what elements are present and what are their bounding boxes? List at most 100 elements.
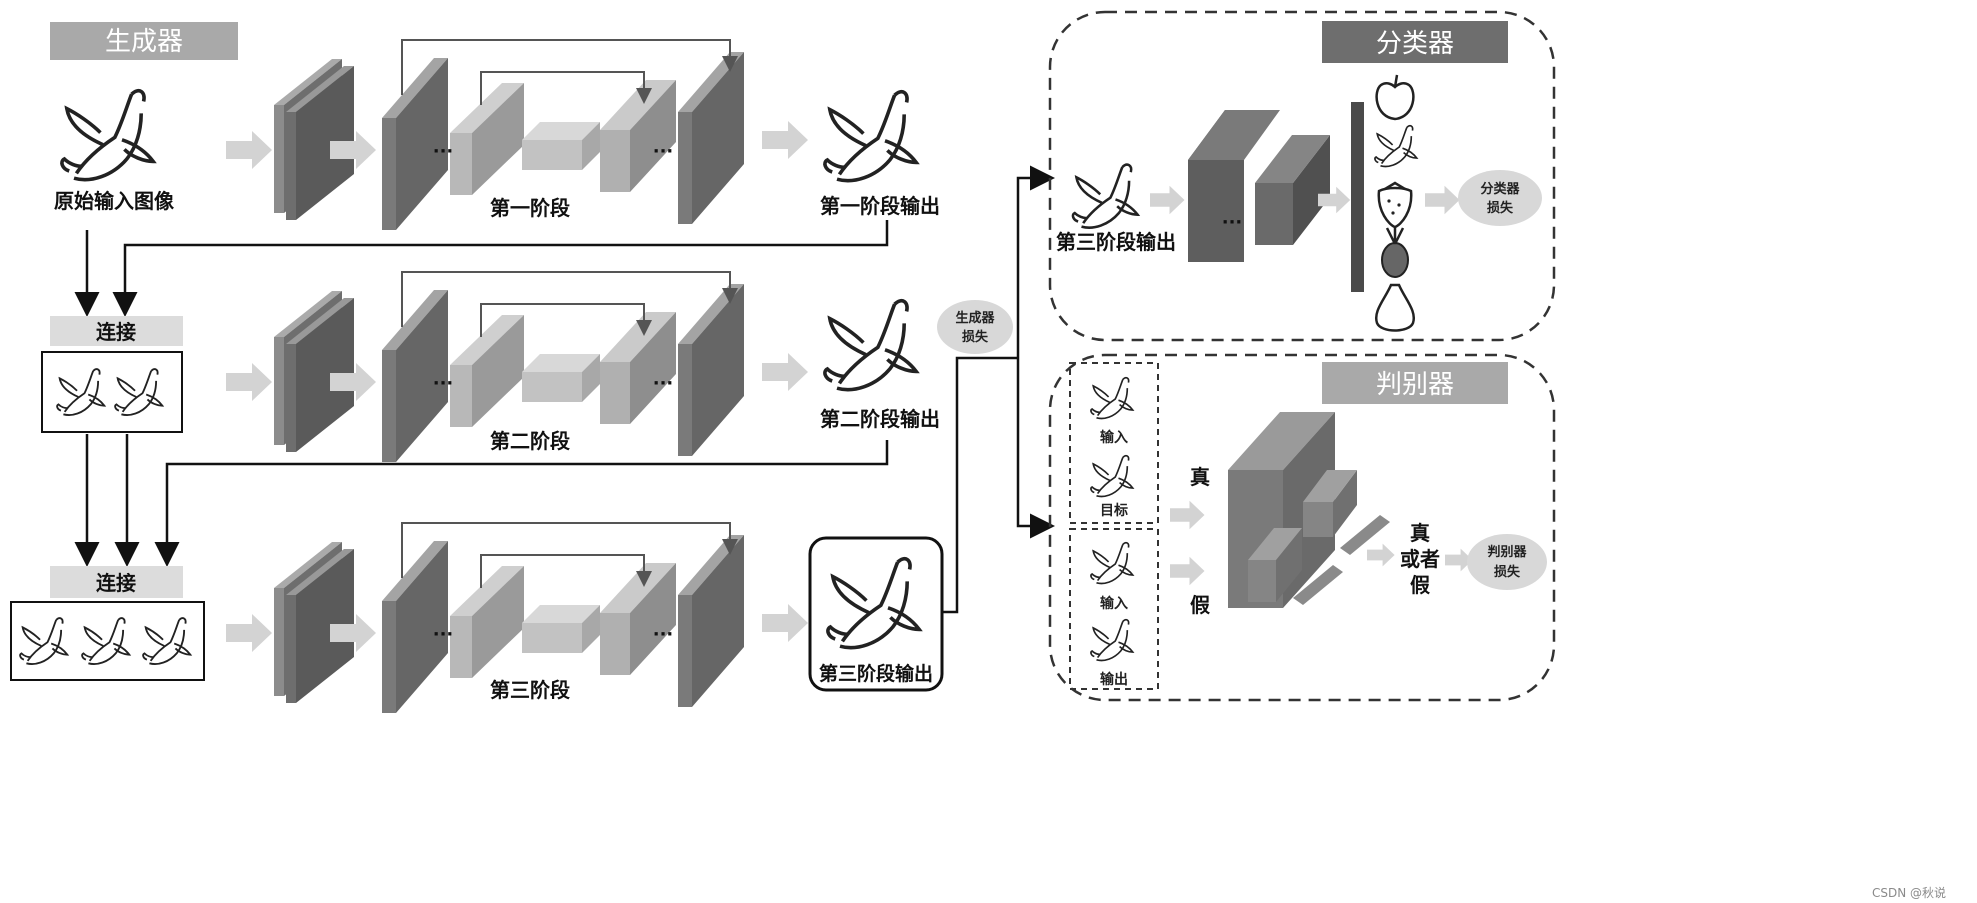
stage-2-input-slab-back-front — [274, 337, 284, 445]
classifier-header — [1322, 21, 1508, 63]
real-arrow — [1170, 500, 1205, 530]
generator-section: 生成器 原始输入图像 连接 连接 ······ ······ ······ 第一… — [10, 22, 1055, 713]
stage-3-encoder-slab-side — [396, 541, 448, 713]
stage2-output-feedback-arrow — [154, 440, 889, 567]
stage-2-output-arrow — [762, 353, 808, 391]
stage-3-encoder-block-top — [450, 566, 524, 616]
stage-1-dots-left: ··· — [433, 141, 454, 162]
disc-block-3a — [1340, 515, 1390, 555]
stage-1-label: 第一阶段 — [490, 196, 570, 220]
stage-3-input-slab-front-side — [296, 549, 354, 703]
discriminator-loss-ellipse — [1467, 534, 1547, 590]
target-banana — [1090, 454, 1134, 498]
stage-3-network: ······ — [226, 522, 808, 713]
generator-header-label: 生成器 — [105, 27, 183, 57]
stage-3-decoder-block-front — [600, 613, 630, 675]
real-input-banana — [1090, 376, 1134, 420]
stage-2-decoder-slab-front — [678, 344, 692, 456]
banana-class-icon — [1374, 124, 1418, 168]
stage-2-encoder-slab-side — [396, 290, 448, 462]
concat-1-header — [50, 316, 183, 346]
stage-1-inner-skip-connection — [480, 71, 652, 105]
generator-loss-line1: 生成器 — [955, 310, 995, 326]
classifier-block-1-top — [1188, 110, 1280, 160]
stage-2-decoder-slab-side — [692, 284, 744, 456]
classifier-arrow-3 — [1425, 185, 1460, 215]
generator-loss-ellipse — [937, 300, 1013, 354]
discriminator-loss-line2: 损失 — [1494, 564, 1521, 580]
disc-block-2a — [1303, 502, 1333, 537]
disc-block-2b-side — [1276, 528, 1302, 602]
stage-2-input-arrow — [226, 363, 272, 401]
real-label: 真 — [1190, 465, 1210, 489]
discriminator-section: 判别器 输入 目标 输入 输出 真 假 真 或者 假 判别器 — [1048, 353, 1556, 702]
disc-output-arrow — [1367, 543, 1395, 567]
stage-2-output-label: 第二阶段输出 — [820, 407, 940, 431]
stage-2-dots-right: ··· — [653, 373, 674, 394]
stage-3-label: 第三阶段 — [490, 678, 570, 702]
stage1-output-feedback-arrow — [112, 220, 889, 317]
stage-3-bottleneck-block-top — [522, 605, 600, 623]
classifier-arrow-1 — [1150, 185, 1185, 215]
stage-1-output-arrow — [762, 121, 808, 159]
result-or-label: 或者 — [1400, 547, 1440, 571]
discriminator-loss-line1: 判别器 — [1487, 544, 1527, 560]
stage-1-encoder-slab-side — [396, 58, 448, 230]
disc-block-2b — [1248, 560, 1276, 602]
stage-2-output-banana — [823, 298, 919, 392]
stage-3-input-slab-back-top — [274, 542, 342, 588]
classifier-loss-line2: 损失 — [1487, 200, 1514, 216]
real-input-label: 输入 — [1100, 429, 1128, 446]
stage-1-bottleneck-block-top — [522, 122, 600, 140]
stage-3-dots-right: ··· — [653, 624, 674, 645]
stage-2-input-slab-front-front — [286, 344, 296, 452]
stage-2-bottleneck-block-front — [522, 372, 582, 402]
stage-3-decoder-block-top — [600, 563, 676, 613]
stage-3-output-box — [808, 536, 944, 692]
stage-2-encoder-block-top — [450, 315, 524, 365]
concat-2-image-box — [10, 601, 205, 681]
stage-3-input-slab-back-front — [274, 588, 284, 696]
classifier-block-2-side — [1293, 135, 1330, 245]
classifier-loss-ellipse — [1458, 170, 1542, 226]
result-fake-label: 假 — [1410, 573, 1431, 597]
classifier-fc-bar — [1351, 102, 1364, 292]
stage-1-encoder-slab-top — [382, 58, 448, 118]
stage-1-input-slab-front-front — [286, 112, 296, 220]
stage-1-outer-skip-connection — [401, 39, 738, 95]
discriminator-header-label: 判别器 — [1376, 370, 1454, 400]
stage-3-output-arrow — [762, 604, 808, 642]
generator-header — [50, 22, 238, 60]
stage-2-inner-arrow — [330, 363, 376, 401]
classifier-section: 分类器 第三阶段输出 ··· — [1048, 10, 1556, 342]
classifier-input-label: 第三阶段输出 — [1056, 230, 1176, 254]
fake-label: 假 — [1190, 593, 1211, 617]
disc-block-2b-top — [1248, 528, 1302, 560]
pear-icon — [1374, 283, 1416, 332]
stage-1-encoder-slab-front — [382, 118, 396, 230]
disc-block-1-top — [1228, 412, 1335, 470]
stage-1-input-slab-back-front — [274, 105, 284, 213]
stage-1-network: ······ — [226, 39, 808, 230]
classifier-dots: ··· — [1222, 212, 1243, 233]
stage-2-encoder-slab-front — [382, 350, 396, 462]
original-input-banana-image — [60, 88, 156, 182]
stage-2-bottleneck-block-side — [582, 354, 600, 402]
stage-1-decoder-slab-side — [692, 52, 744, 224]
pineapple-icon — [1381, 226, 1409, 278]
watermark: CSDN @秋说 — [1872, 885, 1946, 900]
stage-2-encoder-block-front — [450, 365, 472, 427]
stage-3-bottleneck-block-front — [522, 623, 582, 653]
stage-2-dots-left: ··· — [433, 373, 454, 394]
classifier-header-label: 分类器 — [1376, 29, 1454, 59]
stage-3-input-slab-front-front — [286, 595, 296, 703]
stage-3-bottleneck-block-side — [582, 605, 600, 653]
generator-loss-line2: 损失 — [962, 329, 989, 345]
stage-1-output-banana — [823, 89, 919, 183]
stage-2-decoder-block-side — [630, 312, 676, 424]
stage-1-input-slab-front-top — [286, 66, 354, 112]
fake-input-banana — [1090, 541, 1134, 585]
stage-3-decoder-block-side — [630, 563, 676, 675]
stage-3-input-arrow — [226, 614, 272, 652]
concat-1-image-box — [41, 351, 183, 433]
